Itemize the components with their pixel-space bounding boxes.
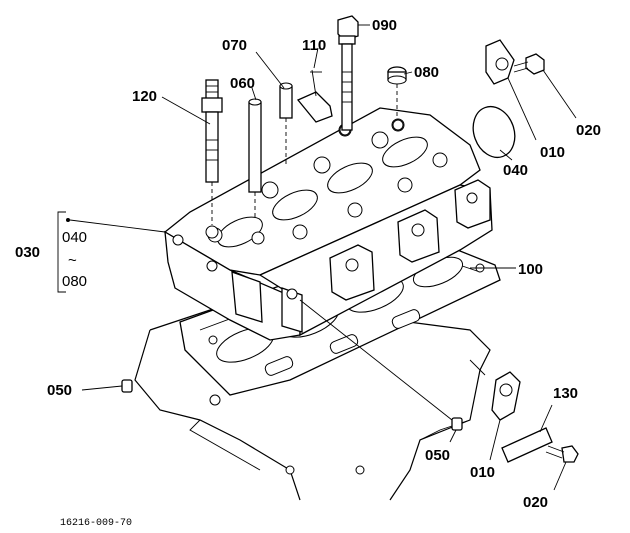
label-060: 060 [230,75,255,92]
label-130: 130 [553,385,578,402]
sleeve-060 [248,98,262,220]
bolt-020-top [513,53,545,75]
plate-130 [501,427,553,463]
label-030-range-to: 080 [62,273,87,290]
label-050-left: 050 [47,382,72,399]
label-050-bottom: 050 [425,447,450,464]
label-120: 120 [132,88,157,105]
label-110: 110 [302,37,326,54]
sleeve-070 [279,82,293,165]
cylinder-head [163,107,493,341]
dowel-050-bottom [451,417,463,431]
figure-number: 16216-009-70 [60,518,132,529]
label-030: 030 [15,244,40,261]
label-080: 080 [414,64,439,81]
range-bracket-030 [57,211,70,293]
label-040: 040 [503,162,528,179]
plug-110 [296,69,333,123]
label-020-bottom: 020 [523,494,548,511]
label-010-bottom: 010 [470,464,495,481]
hanger-010-top [485,39,515,85]
hanger-010-bottom [491,371,521,421]
bolt-090 [337,15,359,131]
label-090: 090 [372,17,397,34]
stud-120 [201,79,223,225]
label-070: 070 [222,37,247,54]
label-100: 100 [518,261,543,278]
label-030-range-from: 040 [62,229,87,246]
label-010-top: 010 [540,144,565,161]
bolt-020-bottom [545,445,579,463]
cap-080 [387,66,407,120]
plug-040 [472,105,516,159]
leader-lines [69,24,577,491]
label-020-top: 020 [576,122,601,139]
label-030-range-sep: ~ [68,252,77,269]
dowel-050-left [121,379,133,393]
